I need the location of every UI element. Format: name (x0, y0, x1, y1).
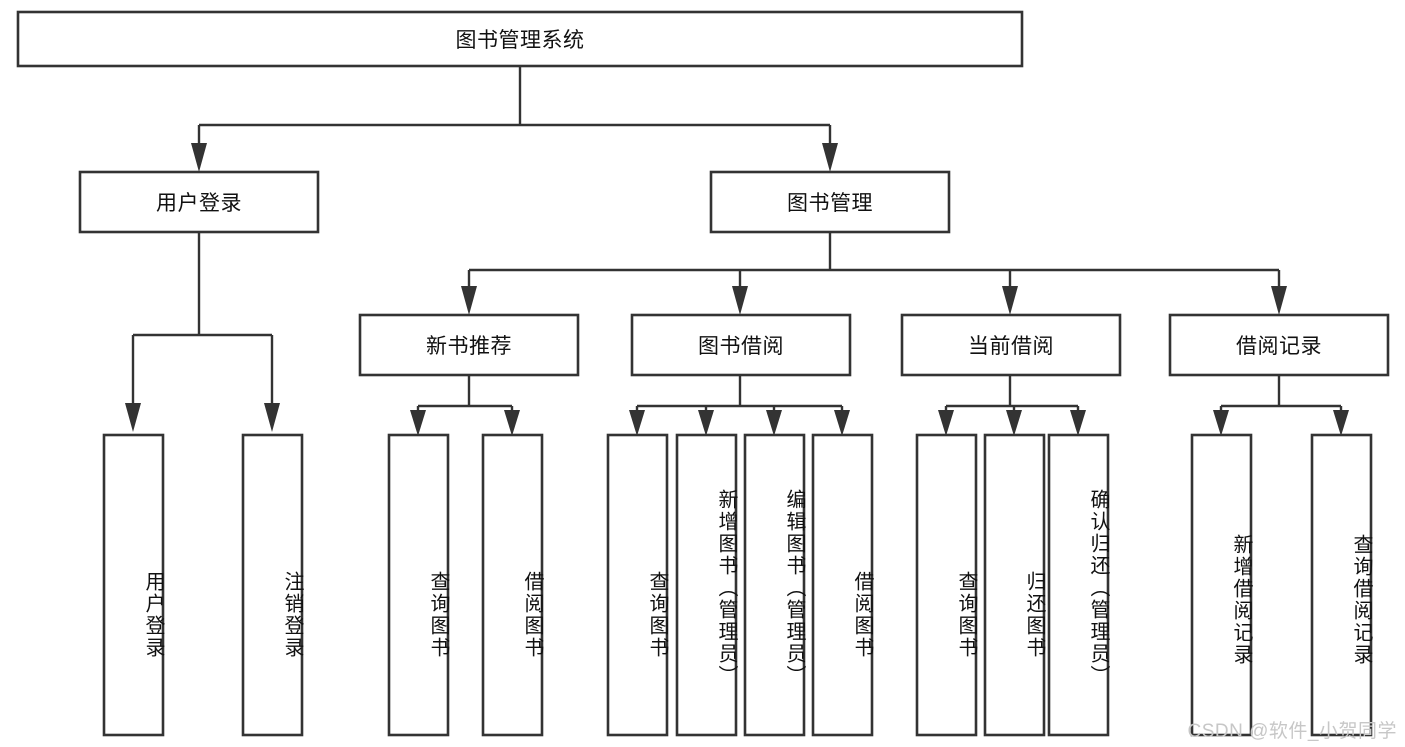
leaf-box-add-book[interactable] (675, 433, 738, 737)
leaf-box-query-record[interactable] (1310, 433, 1373, 737)
arrow-to-leaf-return-book (1006, 410, 1022, 436)
arrow-to-book-management (822, 143, 838, 172)
arrow-to-user-login (191, 143, 207, 172)
leaf-box-user-logout[interactable] (241, 433, 304, 737)
node-root-box[interactable] (16, 10, 1024, 68)
arrow-to-book-borrow (732, 286, 748, 315)
leaf-box-return-book[interactable] (983, 433, 1046, 737)
leaf-box-add-record[interactable] (1190, 433, 1253, 737)
arrow-to-leaf-borrow-book-rec (504, 410, 520, 436)
leaf-box-query-book-current[interactable] (915, 433, 978, 737)
arrow-to-leaf-user-logout (264, 403, 280, 432)
node-borrow-record-box[interactable] (1168, 313, 1390, 377)
arrow-to-leaf-add-record (1213, 410, 1229, 436)
node-current-borrow-box[interactable] (900, 313, 1122, 377)
node-book-management-box[interactable] (709, 170, 951, 234)
arrow-to-leaf-query-book-rec (410, 410, 426, 436)
leaf-box-query-book-borrow[interactable] (606, 433, 669, 737)
node-user-login-box[interactable] (78, 170, 320, 234)
leaf-box-borrow-book-rec[interactable] (481, 433, 544, 737)
arrow-to-leaf-query-book-borrow (629, 410, 645, 436)
arrow-to-leaf-query-record (1333, 410, 1349, 436)
arrow-to-current-borrow (1002, 286, 1018, 315)
leaf-box-query-book-rec[interactable] (387, 433, 450, 737)
arrow-to-leaf-edit-book (766, 410, 782, 436)
node-new-book-recommend-box[interactable] (358, 313, 580, 377)
leaf-box-borrow-book[interactable] (811, 433, 874, 737)
arrow-to-leaf-add-book (698, 410, 714, 436)
arrow-to-leaf-user-login (125, 403, 141, 432)
node-book-borrow-box[interactable] (630, 313, 852, 377)
leaf-box-edit-book[interactable] (743, 433, 806, 737)
arrow-to-leaf-borrow-book (834, 410, 850, 436)
leaf-box-user-login[interactable] (102, 433, 165, 737)
arrow-to-borrow-record (1271, 286, 1287, 315)
arrow-to-leaf-query-book-current (938, 410, 954, 436)
leaf-box-confirm-return[interactable] (1047, 433, 1110, 737)
arrow-to-leaf-confirm-return (1070, 410, 1086, 436)
arrow-to-new-book-recommend (461, 286, 477, 315)
